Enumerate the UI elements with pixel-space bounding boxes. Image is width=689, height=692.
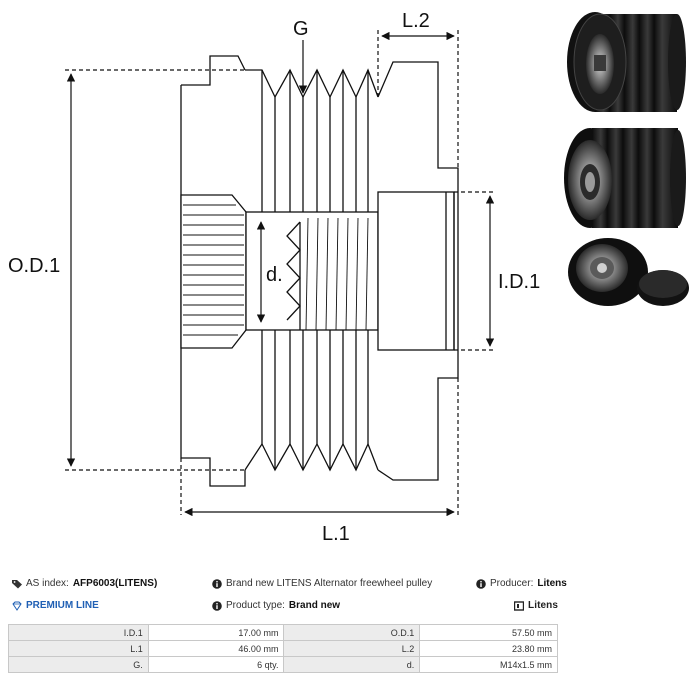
tag-icon — [12, 579, 22, 588]
spec-value: 17.00 mm — [147, 624, 285, 641]
premium-line-label: PREMIUM LINE — [26, 600, 99, 611]
producer-value: Litens — [537, 578, 567, 589]
spec-label: O.D.1 — [283, 624, 421, 641]
spec-label: L.2 — [283, 640, 421, 657]
as-index-value: AFP6003(LITENS) — [72, 578, 158, 589]
spec-value: 6 qty. — [147, 656, 285, 673]
dim-label-d: d. — [266, 264, 283, 286]
info-icon — [476, 578, 486, 589]
spec-label: L.1 — [8, 640, 149, 657]
product-photo-front — [567, 12, 686, 112]
info-icon — [212, 600, 222, 611]
description-text: Brand new LITENS Alternator freewheel pu… — [226, 578, 433, 589]
premium-line: PREMIUM LINE — [12, 600, 99, 611]
dimension-lines — [65, 30, 496, 517]
spline-hatching — [183, 204, 244, 336]
pulley-technical-diagram: G L.2 O.D.1 I.D.1 d. L.1 — [8, 10, 689, 545]
table-row: L.1 46.00 mm L.2 23.80 mm — [8, 640, 558, 657]
producer-label: Producer: — [490, 578, 534, 589]
table-row: G. 6 qty. d. M14x1.5 mm — [8, 656, 558, 673]
pulley-outline — [180, 55, 459, 487]
as-index-label: AS index: — [26, 578, 69, 589]
product-photo-cap — [568, 238, 689, 306]
dim-label-l2: L.2 — [402, 10, 430, 32]
dim-label-od1: O.D.1 — [8, 255, 60, 277]
product-type: Product type: Brand new — [212, 600, 340, 611]
spec-value: 57.50 mm — [419, 624, 558, 641]
dim-label-l1: L.1 — [322, 523, 350, 545]
brand-logo-text: Litens — [528, 600, 559, 611]
specs-table: I.D.1 17.00 mm O.D.1 57.50 mm L.1 46.00 … — [8, 624, 558, 673]
info-icon — [212, 578, 222, 589]
spec-value: 23.80 mm — [419, 640, 558, 657]
producer: Producer: Litens — [476, 578, 567, 589]
thread-hatching — [305, 217, 369, 331]
spec-label: d. — [283, 656, 421, 673]
litens-logo-icon — [514, 600, 524, 611]
description: Brand new LITENS Alternator freewheel pu… — [212, 578, 432, 589]
dim-label-g: G — [293, 18, 309, 40]
spec-value: 46.00 mm — [147, 640, 285, 657]
dim-label-id1: I.D.1 — [498, 271, 540, 293]
spec-label: I.D.1 — [8, 624, 149, 641]
diamond-icon — [12, 601, 22, 611]
table-row: I.D.1 17.00 mm O.D.1 57.50 mm — [8, 624, 558, 641]
product-type-value: Brand new — [288, 600, 341, 611]
as-index: AS index: AFP6003(LITENS) — [12, 578, 157, 589]
product-photo-angle — [564, 128, 686, 228]
product-type-label: Product type: — [226, 600, 285, 611]
spec-label: G. — [8, 656, 149, 673]
spec-value: M14x1.5 mm — [419, 656, 558, 673]
brand-logo: Litens — [514, 600, 558, 611]
